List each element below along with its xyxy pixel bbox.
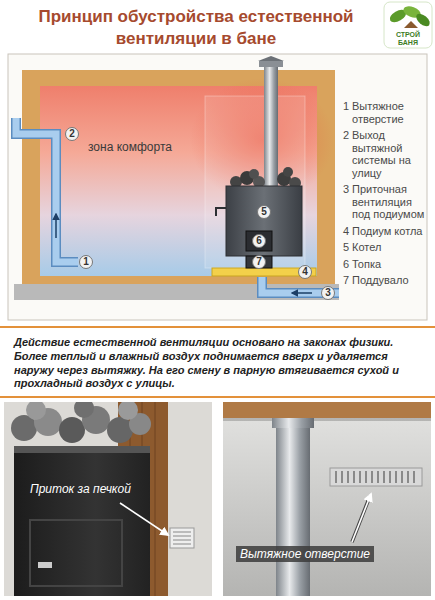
photo-stove <box>4 402 212 596</box>
zone-label: зона комфорта <box>88 140 198 154</box>
photo-pipe <box>330 468 422 486</box>
chimney <box>258 56 284 61</box>
photo-caption: Вытяжное отверстие <box>236 546 374 562</box>
key-text: Вытяжное отверстие <box>352 100 428 125</box>
key-text: Выход вытяжной системы на улицу <box>352 129 428 179</box>
photo-pipe <box>352 494 371 542</box>
photo-stove <box>118 402 138 420</box>
logo <box>414 11 432 28</box>
caption-text: Действие естественной вентиляции основан… <box>14 336 422 391</box>
callout-circles <box>66 128 335 300</box>
photo-pipe <box>272 418 314 428</box>
room-air <box>40 78 334 276</box>
stove-body <box>216 186 302 268</box>
photo-stove <box>120 503 168 535</box>
exhaust-pipe <box>16 118 78 262</box>
intake-pipe <box>292 292 312 294</box>
photo-stove <box>4 402 212 596</box>
callout-number: 6 <box>252 235 266 247</box>
photo-stove <box>30 520 122 586</box>
key-text: Топка <box>352 258 428 271</box>
diagram-frame <box>8 54 427 320</box>
logo-text: СТРОЙ БАНЯ <box>386 31 430 48</box>
exhaust-pipe <box>16 118 78 262</box>
photo-stove <box>74 402 94 418</box>
stove-body <box>246 231 272 251</box>
stove-stones <box>249 169 259 179</box>
photo-pipe <box>276 418 310 596</box>
key-text: Котел <box>352 241 428 254</box>
exhaust-pipe <box>16 118 78 262</box>
photo-stove <box>38 562 52 568</box>
photo-stove <box>170 528 194 548</box>
photo-stove <box>26 402 46 420</box>
callout-number: 4 <box>298 266 312 278</box>
key-number: 2 <box>343 129 352 142</box>
callout-number: 7 <box>252 256 266 268</box>
photo-pipe <box>223 402 431 596</box>
photo-pipe <box>223 418 431 421</box>
room-air <box>205 96 305 268</box>
photo-pipe <box>223 402 431 418</box>
chimney <box>264 66 278 188</box>
bath-walls <box>22 70 335 284</box>
separator <box>0 326 435 328</box>
key-number: 3 <box>343 183 352 196</box>
callout-circles <box>80 256 93 269</box>
callout-circles <box>253 235 266 248</box>
chimney <box>259 61 283 67</box>
callout-number: 3 <box>321 287 335 299</box>
photo-stove <box>107 417 133 443</box>
photo-pipe <box>223 402 431 596</box>
key-number: 1 <box>343 100 352 113</box>
key-text: Приточная вентиляция под подиумом <box>352 183 428 221</box>
callout-circles <box>66 128 79 141</box>
stove-stones <box>283 167 293 177</box>
bath-walls <box>22 70 335 284</box>
separator <box>0 326 435 398</box>
photo-stove <box>14 448 150 596</box>
callout-number: 2 <box>65 128 79 140</box>
callout-number: 5 <box>257 206 271 218</box>
callout-circles <box>258 206 271 219</box>
page-title: Принцип обустройства естественной вентил… <box>20 6 372 50</box>
callout-circles <box>299 266 312 279</box>
stove-body <box>246 256 272 268</box>
separator <box>0 396 435 398</box>
photo-caption: Приток за печкой <box>30 482 148 496</box>
chimney <box>258 56 284 188</box>
key-text: Подиум котла <box>352 225 428 238</box>
callout-circles <box>322 287 335 300</box>
photo-stove <box>173 532 191 544</box>
photo-pipe <box>336 471 414 483</box>
logo <box>384 2 432 48</box>
photo-stove <box>59 417 85 443</box>
diagram-frame <box>8 54 427 320</box>
stove-body <box>216 208 226 216</box>
key-number: 6 <box>343 258 352 271</box>
stove-body <box>226 186 302 256</box>
callout-number: 1 <box>79 256 93 268</box>
key-number: 5 <box>343 241 352 254</box>
exhaust-pipe <box>55 214 57 238</box>
key-text: Поддувало <box>352 274 428 287</box>
key-number: 4 <box>343 225 352 238</box>
logo <box>384 2 432 48</box>
photo-stove <box>14 446 150 453</box>
callout-circles <box>253 256 266 269</box>
logo <box>404 21 418 28</box>
key-number: 7 <box>343 274 352 287</box>
